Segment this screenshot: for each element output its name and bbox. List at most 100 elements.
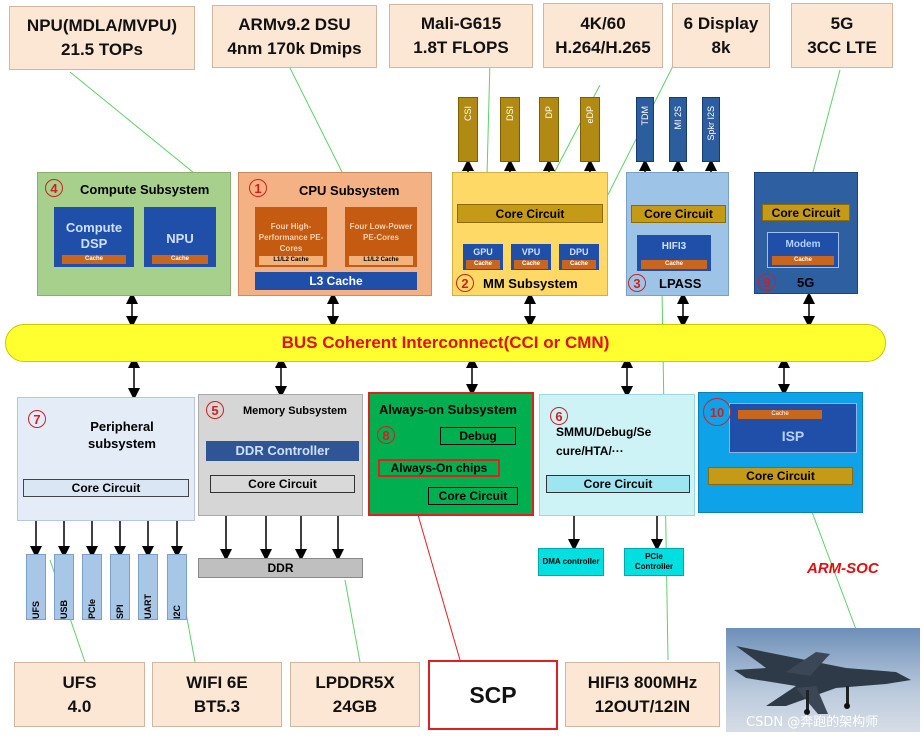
mm-dpu-cache: Cache: [562, 260, 596, 269]
cpu-number: 1: [249, 179, 267, 197]
compute-number: 4: [45, 179, 63, 197]
spec-npu-line1: NPU(MDLA/MVPU): [26, 16, 178, 35]
mm-dpu-label: DPU: [569, 247, 589, 257]
mm-core-circuit: Core Circuit: [457, 204, 603, 223]
mm-gpu-cache: Cache: [466, 260, 500, 269]
lpass-port-spkr: Spkr I2S: [702, 97, 720, 162]
lpass-subsystem: Core Circuit HIFI3 Cache 3 LPASS: [626, 172, 729, 296]
fighter-jet-photo: [726, 628, 920, 732]
spec-display: 6 Display 8k: [672, 3, 770, 68]
periph-port-i2c-label: I2C: [172, 604, 182, 619]
dma-controller: DMA controller: [538, 548, 604, 576]
periph-title: Peripheral subsystem: [72, 418, 172, 452]
periph-port-pcie: PCIe: [82, 554, 102, 620]
isp-core: Cache ISP: [729, 403, 857, 453]
cpu-low-label: Four Low-Power PE-Cores: [349, 222, 413, 242]
spec-scp: SCP: [428, 660, 558, 730]
smmu-title-line2: cure/HTA/···: [556, 444, 624, 458]
lpass-port-tdm-label: TDM: [640, 106, 650, 126]
spec-hifi: HIFI3 800MHz 12OUT/12IN: [565, 662, 720, 727]
spec-arm-line2: 4nm 170k Dmips: [227, 38, 362, 58]
spec-display-line2: 8k: [711, 37, 731, 57]
periph-port-uart-label: UART: [143, 594, 153, 619]
compute-subsystem: 4 Compute Subsystem Compute DSP Cache NP…: [37, 172, 231, 296]
aon-subsystem: Always-on Subsystem 8 Debug Always-On ch…: [368, 392, 534, 516]
mm-subsystem: Core Circuit GPU Cache VPU Cache DPU Cac…: [452, 172, 608, 296]
compute-dsp-label: Compute DSP: [65, 220, 123, 251]
isp-subsystem: Cache ISP 10 Core Circuit: [698, 392, 863, 513]
fiveg-modem-cache: Cache: [772, 256, 834, 265]
spec-mali-line2: 1.8T FLOPS: [413, 38, 509, 57]
lpass-port-spkr-label: Spkr I2S: [706, 106, 716, 141]
periph-port-ufs: UFS: [26, 554, 46, 620]
mm-dpu: DPU Cache: [559, 244, 599, 270]
mm-port-csi: CSI: [458, 97, 478, 162]
periph-port-usb: USB: [54, 554, 74, 620]
spec-arm: ARMv9.2 DSU 4nm 170k Dmips: [212, 5, 377, 68]
spec-wifi-line1: WIFI 6E: [186, 672, 248, 692]
smmu-core-circuit: Core Circuit: [546, 475, 690, 493]
compute-dsp-cache: Cache: [62, 255, 126, 264]
spec-wifi-line2: BT5.3: [193, 696, 241, 716]
cpu-subsystem: 1 CPU Subsystem Four High-Performance PE…: [238, 172, 432, 296]
smmu-title: SMMU/Debug/Se cure/HTA/···: [556, 423, 686, 461]
spec-video-line2: H.264/H.265: [555, 37, 651, 57]
spec-mali: Mali-G615 1.8T FLOPS: [389, 4, 533, 68]
isp-cache: Cache: [738, 410, 822, 419]
periph-port-usb-label: USB: [59, 599, 69, 619]
mm-port-dsi-label: DSI: [505, 106, 515, 122]
memory-subsystem: 5 Memory Subsystem DDR Controller Core C…: [198, 394, 363, 516]
peripheral-subsystem: 7 Peripheral subsystem Core Circuit: [17, 397, 195, 521]
mm-port-dp-label: DP: [544, 106, 554, 119]
lpass-hifi: HIFI3 Cache: [637, 235, 711, 271]
periph-port-pcie-label: PCIe: [87, 598, 97, 619]
compute-npu-cache: Cache: [152, 255, 208, 264]
fiveg-title: 5G: [797, 275, 815, 290]
spec-5g-line1: 5G: [830, 13, 854, 33]
periph-title-line1: Peripheral: [90, 419, 154, 434]
cpu-low-l1l2: L1/L2 Cache: [349, 256, 413, 265]
mm-title: MM Subsystem: [483, 276, 578, 291]
spec-wifi: WIFI 6E BT5.3: [152, 662, 282, 727]
compute-npu-label: NPU: [166, 231, 194, 246]
pcie-controller-label: PCIe Controller: [634, 552, 674, 571]
spec-lpddr-line2: 24GB: [332, 696, 378, 716]
bus-interconnect: BUS Coherent Interconnect(CCI or CMN): [5, 324, 886, 362]
periph-port-spi: SPI: [110, 554, 130, 620]
mm-number: 2: [456, 274, 474, 292]
watermark: CSDN @奔跑的架构师: [746, 715, 879, 730]
spec-npu-line2: 21.5 TOPs: [61, 40, 143, 59]
spec-video: 4K/60 H.264/H.265: [543, 3, 663, 68]
spec-arm-line1: ARMv9.2 DSU: [238, 14, 351, 34]
periph-number: 7: [28, 410, 46, 428]
smmu-number: 6: [550, 407, 568, 425]
dma-controller-label: DMA controller: [542, 557, 600, 566]
spec-npu: NPU(MDLA/MVPU) 21.5 TOPs: [9, 6, 195, 70]
smmu-title-line1: SMMU/Debug/Se: [556, 425, 652, 439]
cpu-high-l1l2: L1/L2 Cache: [259, 256, 323, 265]
lpass-port-mi2s-label: MI 2S: [673, 106, 683, 130]
lpass-number: 3: [628, 274, 646, 292]
spec-lpddr-line1: LPDDR5X: [315, 672, 395, 692]
mm-vpu-label: VPU: [521, 247, 541, 257]
mm-vpu-cache: Cache: [514, 260, 548, 269]
spec-hifi-line2: 12OUT/12IN: [594, 696, 691, 716]
pcie-controller: PCIe Controller: [624, 548, 684, 576]
compute-dsp: Compute DSP Cache: [54, 207, 134, 267]
spec-hifi-line1: HIFI3 800MHz: [587, 672, 698, 692]
soc-label: ARM-SOC: [807, 560, 879, 577]
fiveg-modem: Modem Cache: [767, 232, 839, 268]
memory-number: 5: [206, 401, 224, 419]
mm-gpu: GPU Cache: [463, 244, 503, 270]
memory-ddr-controller: DDR Controller: [206, 441, 359, 461]
lpass-core-circuit: Core Circuit: [631, 205, 726, 223]
periph-port-ufs-label: UFS: [31, 601, 41, 619]
spec-video-line1: 4K/60: [580, 13, 626, 33]
spec-scp-label: SCP: [469, 682, 517, 708]
cpu-title: CPU Subsystem: [299, 183, 400, 198]
spec-lpddr: LPDDR5X 24GB: [290, 662, 420, 727]
memory-core-circuit: Core Circuit: [210, 475, 355, 493]
periph-port-uart: UART: [138, 554, 158, 620]
isp-title: ISP: [781, 428, 805, 444]
mm-port-dp: DP: [539, 97, 559, 162]
